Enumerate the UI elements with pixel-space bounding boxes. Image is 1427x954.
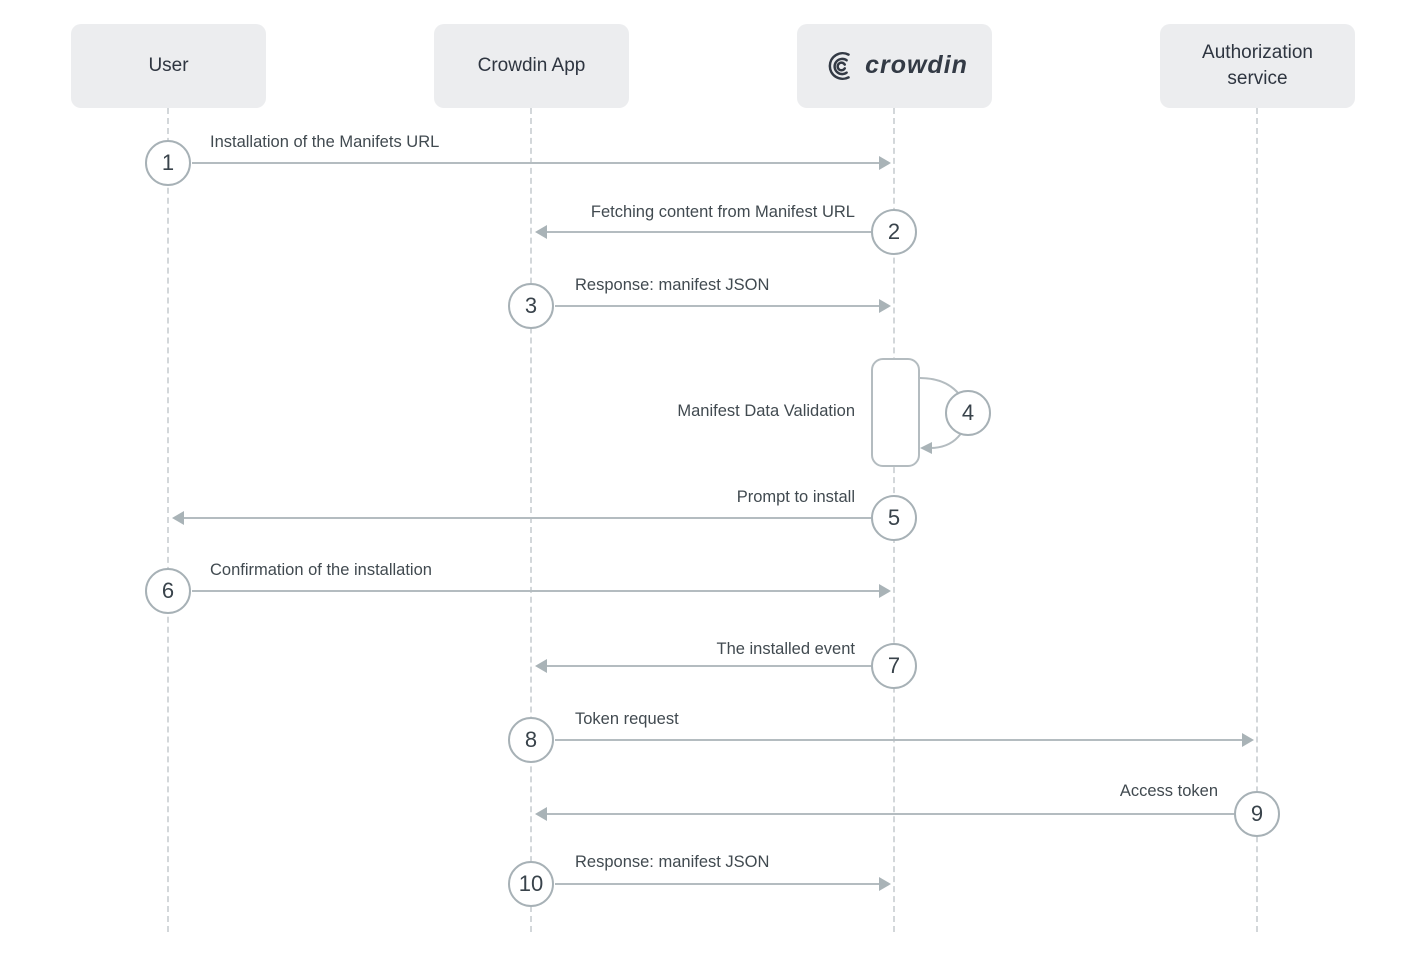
message-10-label: Response: manifest JSON xyxy=(575,853,770,871)
message-3-arrowhead-icon xyxy=(879,299,891,313)
message-2-line xyxy=(547,231,872,233)
actor-crowdin-app: Crowdin App xyxy=(434,24,629,108)
actor-crowdin-app-label: Crowdin App xyxy=(477,55,586,77)
actor-authorization-service: Authorization service xyxy=(1160,24,1355,108)
actor-crowdin: crowdin xyxy=(797,24,992,108)
crowdin-logo: crowdin xyxy=(821,47,968,85)
message-5-arrowhead-icon xyxy=(172,511,184,525)
message-6-number: 6 xyxy=(145,568,191,614)
message-4-number: 4 xyxy=(945,390,991,436)
message-1-line xyxy=(192,162,879,164)
message-10-line xyxy=(555,883,879,885)
lifeline-crowdin-app xyxy=(530,108,532,932)
message-2-label: Fetching content from Manifest URL xyxy=(590,203,855,221)
message-7-label: The installed event xyxy=(716,640,855,658)
message-10-number: 10 xyxy=(508,861,554,907)
actor-user-label: User xyxy=(148,55,189,77)
message-4-arrowhead-icon xyxy=(920,442,932,454)
lifeline-user xyxy=(167,108,169,932)
message-7-arrowhead-icon xyxy=(535,659,547,673)
actor-user: User xyxy=(71,24,266,108)
actor-authorization-service-label: Authorization service xyxy=(1202,42,1313,89)
message-5-label: Prompt to install xyxy=(736,488,855,506)
message-8-number: 8 xyxy=(508,717,554,763)
message-7-line xyxy=(547,665,872,667)
message-3-label: Response: manifest JSON xyxy=(575,276,770,294)
message-5-line xyxy=(184,517,872,519)
message-2-arrowhead-icon xyxy=(535,225,547,239)
message-1-number: 1 xyxy=(145,140,191,186)
message-1-label: Installation of the Manifets URL xyxy=(210,133,440,151)
message-6-line xyxy=(192,590,879,592)
message-4-activation-box xyxy=(871,358,920,467)
message-7-number: 7 xyxy=(871,643,917,689)
message-8-label: Token request xyxy=(575,710,679,728)
message-9-line xyxy=(547,813,1235,815)
message-9-arrowhead-icon xyxy=(535,807,547,821)
message-10-arrowhead-icon xyxy=(879,877,891,891)
message-6-label: Confirmation of the installation xyxy=(210,561,432,579)
message-4-label: Manifest Data Validation xyxy=(677,402,855,420)
message-9-label: Access token xyxy=(1119,782,1218,800)
message-8-arrowhead-icon xyxy=(1242,733,1254,747)
message-8-line xyxy=(555,739,1242,741)
crowdin-logo-icon xyxy=(828,51,850,81)
message-9-number: 9 xyxy=(1234,791,1280,837)
message-1-arrowhead-icon xyxy=(879,156,891,170)
message-6-arrowhead-icon xyxy=(879,584,891,598)
lifeline-authorization-service xyxy=(1256,108,1258,932)
message-2-number: 2 xyxy=(871,209,917,255)
message-3-number: 3 xyxy=(508,283,554,329)
crowdin-logo-text: crowdin xyxy=(865,51,968,80)
message-5-number: 5 xyxy=(871,495,917,541)
message-3-line xyxy=(555,305,879,307)
